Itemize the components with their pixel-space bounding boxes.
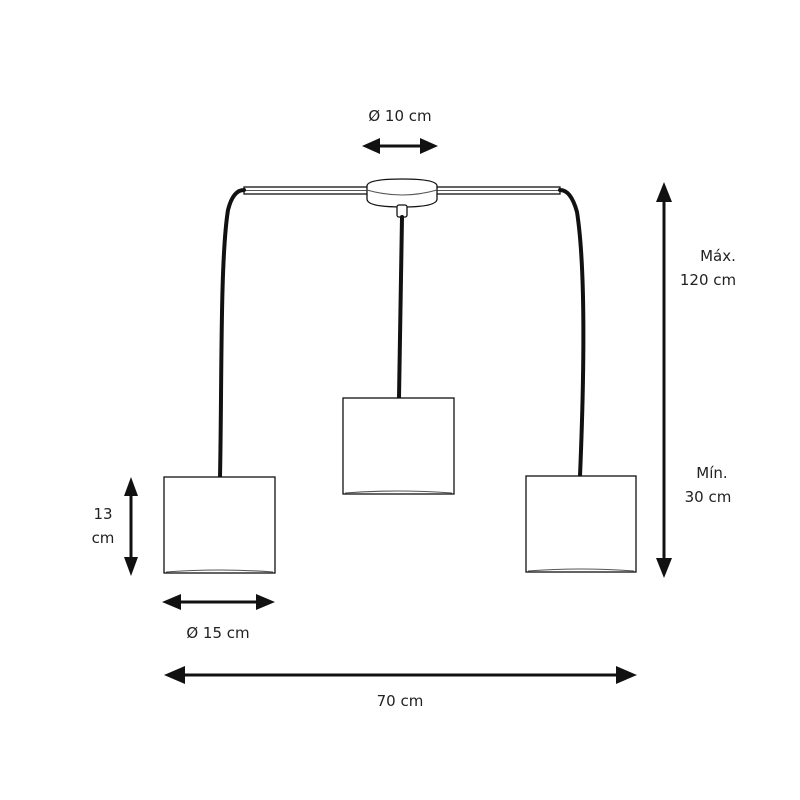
left-shade xyxy=(163,476,276,574)
shade-diameter-arrow xyxy=(162,594,275,610)
canopy-arrow-left-head xyxy=(362,138,380,154)
total-width-arrow xyxy=(164,666,637,684)
height-range-arrow xyxy=(656,182,672,578)
min-height-label-line2: 30 cm xyxy=(685,488,732,506)
shade-diameter-arrow-right-head xyxy=(256,594,275,610)
right-shade xyxy=(525,475,637,573)
left-cable xyxy=(218,188,246,479)
canopy-diameter-arrow xyxy=(362,138,438,154)
center-shade xyxy=(342,397,455,495)
right-shade-rim xyxy=(527,568,635,572)
left-shade-body xyxy=(163,476,276,574)
total-width-arrow-left-head xyxy=(164,666,185,684)
min-height-label-line1: Mín. xyxy=(696,464,727,482)
right-cable xyxy=(558,188,586,478)
center-shade-body xyxy=(342,397,455,495)
left-shade-rim xyxy=(165,569,274,573)
shade-height-label-line1: 13 xyxy=(93,505,112,523)
shade-diameter-label: Ø 15 cm xyxy=(186,624,249,642)
ceiling-canopy xyxy=(366,178,438,218)
total-width-arrow-right-head xyxy=(616,666,637,684)
shade-height-label-line2: cm xyxy=(92,529,115,547)
max-height-label-line1: Máx. xyxy=(700,247,736,265)
shade-diameter-arrow-left-head xyxy=(162,594,181,610)
max-height-label-line2: 120 cm xyxy=(680,271,736,289)
canopy-body xyxy=(366,178,438,208)
canopy-edge xyxy=(366,189,438,196)
shade-height-arrow-top-head xyxy=(124,477,138,496)
canopy-arrow-right-head xyxy=(420,138,438,154)
height-arrow-bottom-head xyxy=(656,558,672,578)
canopy-diameter-label: Ø 10 cm xyxy=(368,107,431,125)
center-cable xyxy=(397,215,404,400)
shade-height-arrow xyxy=(124,477,138,576)
center-shade-rim xyxy=(344,490,453,494)
shade-height-arrow-bottom-head xyxy=(124,557,138,576)
height-arrow-top-head xyxy=(656,182,672,202)
total-width-label: 70 cm xyxy=(377,692,424,710)
right-shade-body xyxy=(525,475,637,573)
